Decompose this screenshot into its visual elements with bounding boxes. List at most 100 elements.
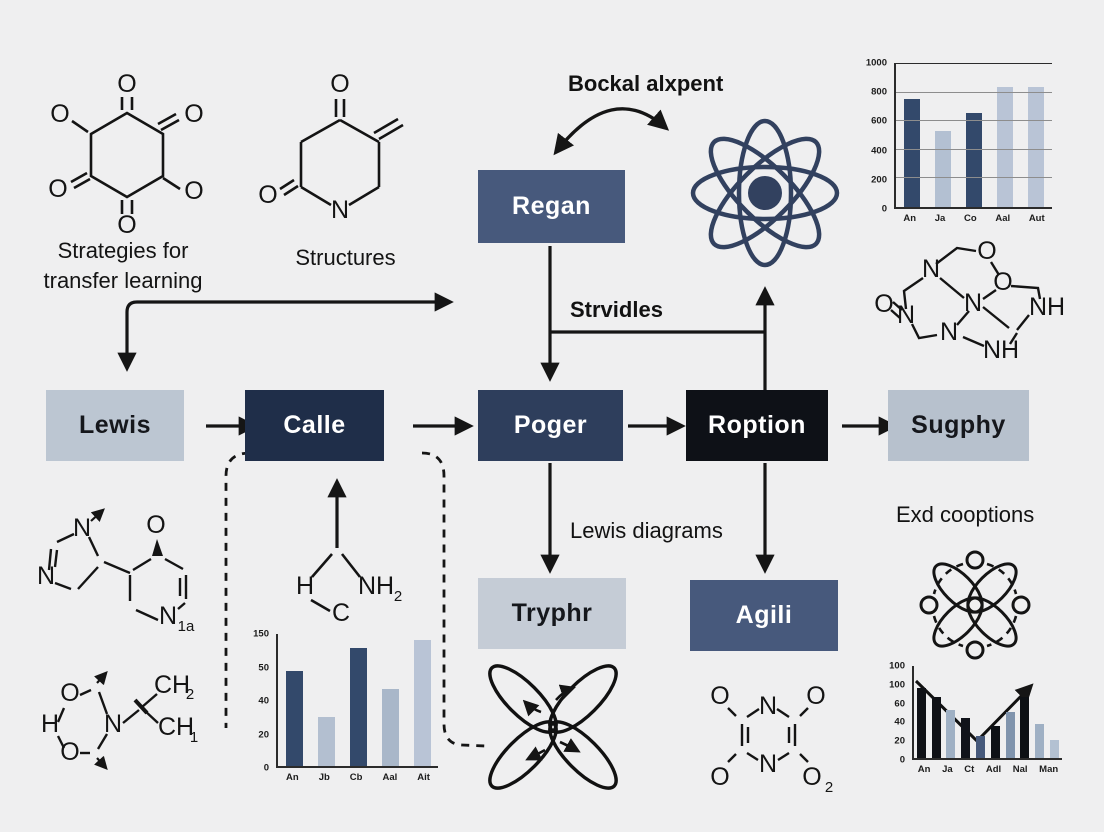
- atom-label: N: [964, 289, 982, 317]
- x-category-label: Ja: [934, 213, 946, 224]
- atom-subscript: 1: [190, 729, 198, 746]
- atom-subscript: 1a: [178, 618, 195, 635]
- caption-structures: Structures: [295, 245, 396, 270]
- chart-bars: [914, 666, 1062, 758]
- atom-label: CH: [154, 671, 190, 699]
- atom-label: O: [802, 763, 821, 791]
- x-category-label: Adl: [985, 764, 1002, 775]
- chart-plot-area: [894, 63, 1052, 209]
- label-lewis-diagrams: Lewis diagrams: [570, 518, 723, 543]
- curved-arrow-bockal: [553, 107, 670, 156]
- bar: [990, 726, 1000, 758]
- caption-strategies-line1: Strategies for: [57, 238, 189, 263]
- atom-label: O: [993, 268, 1012, 296]
- atom-label: N: [73, 514, 91, 542]
- y-tick-label: 0: [881, 203, 887, 215]
- atom-label: N: [897, 301, 915, 329]
- x-category-label: An: [917, 764, 931, 775]
- gridline: [896, 120, 1052, 122]
- x-category-label: An: [286, 772, 299, 783]
- atom-label: O: [146, 511, 165, 539]
- atom-icon: [690, 118, 840, 268]
- atom-label: O: [50, 100, 69, 128]
- x-category-label: Nal: [1012, 764, 1028, 775]
- atom-label: O: [60, 738, 79, 766]
- x-category-label: Man: [1039, 764, 1059, 775]
- x-category-label: Aut: [1028, 213, 1045, 224]
- gridline: [896, 91, 1052, 93]
- y-tick-label: 40: [258, 695, 269, 707]
- bar: [1028, 86, 1045, 207]
- bar: [946, 710, 956, 758]
- gridline: [896, 148, 1052, 150]
- y-tick-label: 150: [253, 628, 269, 640]
- atom-label: CH: [158, 713, 194, 741]
- atom-label: O: [874, 290, 893, 318]
- chart-x-axis: An Ja Co Aal Aut: [894, 209, 1054, 231]
- chart-plot-area: [276, 634, 438, 768]
- node-regan: Regan: [478, 170, 625, 243]
- chart-bars: [278, 634, 438, 766]
- bar: [1050, 740, 1060, 758]
- atom-label: O: [330, 70, 349, 98]
- node-agili: Agili: [690, 580, 838, 651]
- atom-label: O: [48, 175, 67, 203]
- node-sugphy: Sugphy: [888, 390, 1029, 461]
- orbital-flower-icon: [919, 550, 1031, 660]
- gridline: [896, 177, 1052, 179]
- atom-label: H: [296, 572, 314, 600]
- atom-label: N: [331, 196, 349, 224]
- atom-label: NH: [1029, 293, 1065, 321]
- node-lewis: Lewis: [46, 390, 184, 461]
- chart-plot-area: [912, 666, 1062, 760]
- bar: [1035, 724, 1045, 758]
- node-calle: Calle: [245, 390, 384, 461]
- bar: [349, 648, 367, 766]
- atom-label: O: [184, 100, 203, 128]
- x-category-label: Co: [963, 213, 977, 224]
- atom-label: NH: [983, 336, 1019, 364]
- y-tick-label: 100: [889, 679, 905, 691]
- y-tick-label: 50: [258, 662, 269, 673]
- atom-subscript: 2: [394, 588, 402, 605]
- bar: [916, 687, 926, 758]
- bar: [997, 86, 1014, 207]
- x-category-label: Aal: [995, 213, 1011, 224]
- atom-subscript: 2: [186, 686, 194, 703]
- y-tick-label: 800: [871, 86, 887, 98]
- y-tick-label: 1000: [865, 57, 887, 69]
- y-tick-label: 600: [871, 115, 887, 127]
- node-roption: Roption: [686, 390, 828, 461]
- atom-label: N: [159, 602, 177, 630]
- label-bockal-alxpent: Bockal alxpent: [568, 71, 724, 96]
- atom-label: O: [710, 763, 729, 791]
- label-strvidles: Strvidles: [570, 297, 663, 322]
- atom-label: N: [759, 692, 777, 720]
- atom-label: O: [710, 682, 729, 710]
- atom-label: N: [922, 255, 940, 283]
- node-tryphr: Tryphr: [478, 578, 626, 649]
- bar: [961, 718, 971, 758]
- y-tick-label: 400: [871, 145, 887, 157]
- atom-label: O: [117, 211, 136, 239]
- chem-structure-cage: O O O N N N N NH NH: [874, 237, 1065, 364]
- atom-label: O: [258, 181, 277, 209]
- bar: [976, 735, 986, 758]
- atom-label: H: [41, 710, 59, 738]
- x-category-label: Jb: [318, 772, 330, 783]
- x-category-label: An: [903, 213, 917, 224]
- x-category-label: Ja: [942, 764, 953, 775]
- atom-label: C: [332, 599, 350, 627]
- bar: [413, 640, 431, 766]
- atom-label: NH: [358, 572, 394, 600]
- chem-structure-hcnh2: H NH 2 C: [296, 553, 402, 627]
- x-category-label: Ait: [417, 772, 430, 783]
- atom-label: O: [117, 70, 136, 98]
- atom-label: N: [759, 750, 777, 778]
- bar: [965, 112, 982, 207]
